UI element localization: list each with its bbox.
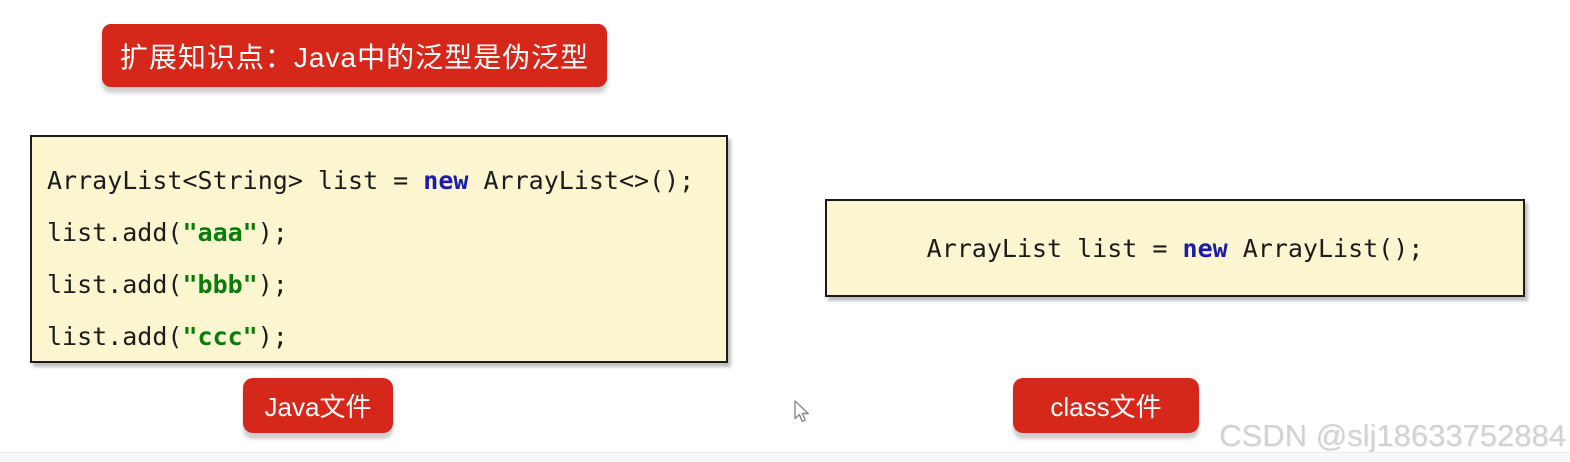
keyword-token: new [423,165,469,195]
code-line-3: list.add("bbb"); [47,258,726,310]
code-text: ); [257,217,288,247]
code-text: ); [257,321,288,351]
java-file-label-text: Java文件 [264,392,372,422]
string-token: "aaa" [182,217,258,247]
code-text: list.add( [47,269,183,299]
string-token: "bbb" [182,269,258,299]
class-code-panel: ArrayList list = new ArrayList(); [825,199,1525,297]
code-line-1: ArrayList list = new ArrayList(); [927,234,1424,263]
code-text: ); [257,269,288,299]
csdn-watermark: CSDN @slj18633752884 [1219,418,1566,453]
class-file-label-text: class文件 [1050,392,1162,422]
bottom-strip [0,452,1570,462]
title-banner: 扩展知识点：Java中的泛型是伪泛型 [102,24,607,87]
class-file-label: class文件 [1013,378,1199,433]
code-text: ArrayList<String> list = [47,165,424,195]
java-code-panel: ArrayList<String> list = new ArrayList<>… [30,135,728,363]
string-token: "ccc" [182,321,258,351]
code-text: list.add( [47,217,183,247]
code-line-1: ArrayList<String> list = new ArrayList<>… [47,154,726,206]
code-line-4: list.add("ccc"); [47,310,726,362]
code-text: ArrayList(); [1227,233,1424,263]
mouse-cursor-icon [794,400,809,423]
keyword-token: new [1182,233,1228,263]
code-text: ArrayList list = [926,233,1183,263]
code-text: list.add( [47,321,183,351]
java-file-label: Java文件 [243,378,393,433]
code-line-2: list.add("aaa"); [47,206,726,258]
title-banner-text: 扩展知识点：Java中的泛型是伪泛型 [119,41,590,73]
code-text: ArrayList<>(); [468,165,695,195]
